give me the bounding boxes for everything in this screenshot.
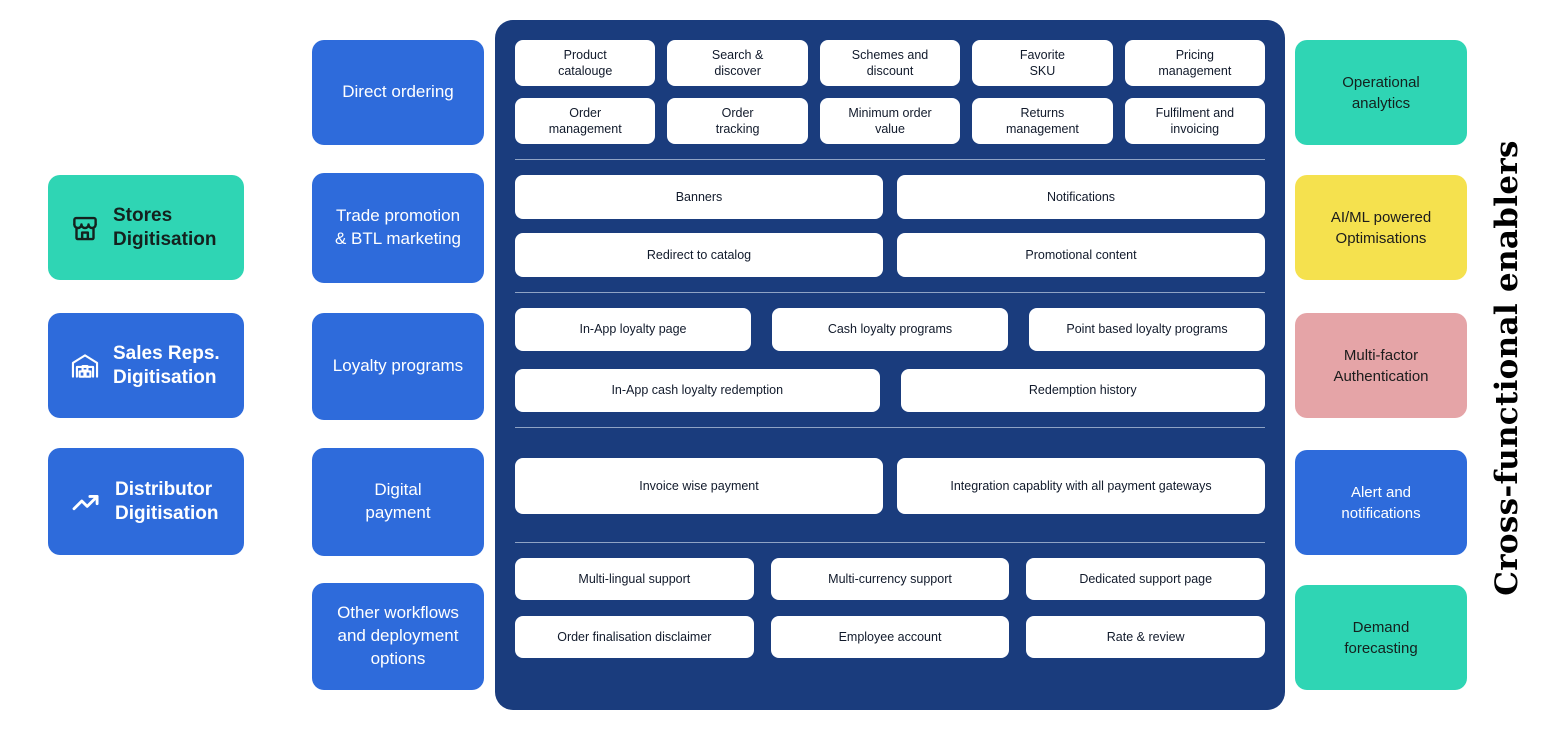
pillar-label: Sales Reps. Digitisation (113, 343, 220, 388)
feature-chip: Promotional content (897, 233, 1265, 277)
cross-functional-enablers-label-wrap: Cross-functional enablers (1462, 0, 1552, 735)
category-label: Direct ordering (342, 82, 454, 102)
feature-chip: Rate & review (1026, 616, 1266, 658)
section-divider (515, 542, 1265, 543)
feature-chip: Pricing management (1124, 40, 1266, 86)
feature-chip: Integration capablity with all payment g… (897, 458, 1265, 514)
section-divider (515, 427, 1265, 428)
pillar-stores-digitisation: Stores Digitisation (48, 175, 244, 280)
category-direct-ordering: Direct ordering (312, 40, 484, 145)
feature-chip: Employee account (770, 616, 1010, 658)
enabler-alert-notifications: Alert and notifications (1295, 450, 1467, 555)
section-digital-payment-features: Invoice wise payment Integration capabli… (515, 458, 1265, 514)
enabler-label: Operational analytics (1342, 73, 1420, 112)
feature-chip: Multi-currency support (770, 558, 1010, 600)
feature-chip: Order tracking (667, 98, 808, 144)
category-loyalty-programs: Loyalty programs (312, 313, 484, 420)
pillar-label: Distributor Digitisation (115, 479, 219, 524)
enabler-label: Alert and notifications (1341, 483, 1421, 522)
section-divider (515, 159, 1265, 160)
enabler-label: AI/ML powered Optimisations (1330, 208, 1432, 247)
feature-chip: Redemption history (900, 369, 1265, 412)
feature-chip: Cash loyalty programs (772, 308, 1008, 351)
pillar-distributor-digitisation: Distributor Digitisation (48, 448, 244, 555)
feature-chip: Order finalisation disclaimer (515, 616, 754, 658)
category-label: Trade promotion & BTL marketing (335, 206, 461, 248)
cross-functional-enablers-label: Cross-functional enablers (1489, 139, 1525, 596)
storefront-icon (68, 211, 102, 245)
feature-chip: Banners (515, 175, 883, 219)
pillar-label: Stores Digitisation (113, 205, 217, 250)
pillar-sales-reps-digitisation: Sales Reps. Digitisation (48, 313, 244, 418)
enabler-demand-forecasting: Demand forecasting (1295, 585, 1467, 690)
section-trade-promotion-features: Banners Notifications Redirect to catalo… (515, 175, 1265, 277)
enabler-label: Multi-factor Authentication (1333, 346, 1429, 385)
trending-up-icon (68, 484, 104, 520)
enabler-operational-analytics: Operational analytics (1295, 40, 1467, 145)
category-trade-promotion: Trade promotion & BTL marketing (312, 173, 484, 283)
section-other-workflows-features: Multi-lingual support Multi-currency sup… (515, 558, 1266, 658)
feature-chip: Order management (515, 98, 656, 144)
feature-chip: In-App cash loyalty redemption (515, 369, 880, 412)
feature-chip: Schemes and discount (819, 40, 961, 86)
feature-chip: Search & discover (667, 40, 808, 86)
feature-chip: Point based loyalty programs (1029, 308, 1265, 351)
category-other-workflows: Other workflows and deployment options (312, 583, 484, 690)
feature-panel: Product catalouge Search & discover Sche… (495, 20, 1285, 710)
feature-chip: Invoice wise payment (515, 458, 883, 514)
feature-chip: Returns management (972, 98, 1113, 144)
feature-chip: Multi-lingual support (515, 558, 754, 600)
category-label: Loyalty programs (332, 356, 464, 376)
feature-chip: Product catalouge (515, 40, 656, 86)
feature-chip: Favorite SKU (972, 40, 1113, 86)
feature-chip: In-App loyalty page (515, 308, 751, 351)
enabler-aiml-optimisations: AI/ML powered Optimisations (1295, 175, 1467, 280)
category-label: Other workflows and deployment options (337, 603, 459, 668)
warehouse-icon (68, 349, 102, 383)
enabler-multi-factor-authentication: Multi-factor Authentication (1295, 313, 1467, 418)
feature-chip: Fulfilment and invoicing (1124, 98, 1266, 144)
section-divider (515, 292, 1265, 293)
feature-chip: Dedicated support page (1026, 558, 1266, 600)
feature-chip: Redirect to catalog (515, 233, 883, 277)
category-digital-payment: Digital payment (312, 448, 484, 556)
feature-chip: Notifications (897, 175, 1265, 219)
feature-chip: Minimum order value (819, 98, 961, 144)
enabler-label: Demand forecasting (1344, 618, 1418, 657)
category-label: Digital payment (365, 480, 431, 522)
section-direct-ordering-features: Product catalouge Search & discover Sche… (515, 40, 1266, 144)
section-loyalty-features: In-App loyalty page Cash loyalty program… (515, 308, 1265, 412)
